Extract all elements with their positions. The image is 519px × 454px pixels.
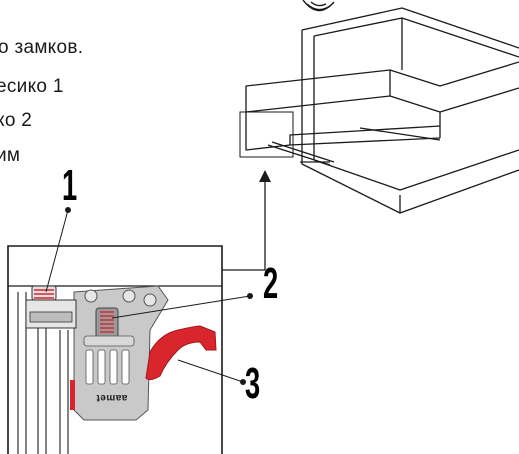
rail-clamp — [25, 285, 77, 329]
signal-waves-icon — [302, 0, 335, 12]
instruction-line-3: ко 2 — [0, 110, 33, 131]
lock-brand-marking: aamet — [96, 392, 128, 403]
callout-3: 3 — [245, 359, 261, 408]
instruction-line-1: о замков. — [0, 37, 84, 58]
instruction-line-4: им — [0, 145, 21, 166]
callout-2: 2 — [263, 259, 279, 308]
instruction-line-2: есико 1 — [0, 76, 64, 97]
arrow-up-icon — [222, 170, 271, 271]
callout-1: 1 — [62, 161, 78, 210]
lock-body — [73, 285, 169, 421]
red-lever — [145, 325, 217, 381]
